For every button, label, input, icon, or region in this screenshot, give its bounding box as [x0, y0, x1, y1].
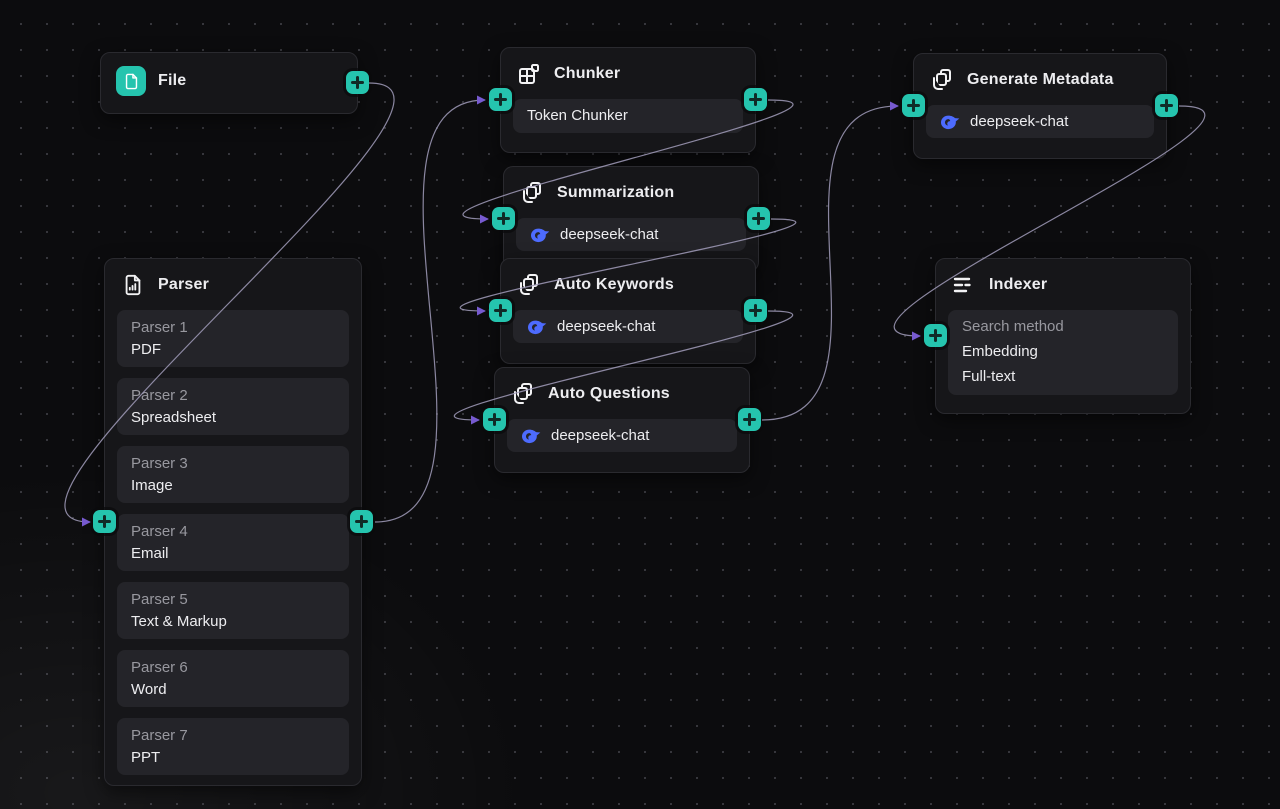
parser-item-value: Spreadsheet: [131, 409, 217, 426]
parser-item[interactable]: Parser 3 Image: [117, 446, 349, 503]
parser-item-value: PPT: [131, 749, 161, 766]
node-indexer[interactable]: Indexer Search method Embedding Full-tex…: [924, 258, 1191, 414]
node-title: Auto Keywords: [554, 276, 674, 293]
node-summarization-header: Summarization: [504, 167, 758, 214]
add-upstream-button[interactable]: [902, 94, 925, 117]
node-auto-keywords-header: Auto Keywords: [501, 259, 755, 306]
parser-item-label: Parser 7: [131, 727, 188, 744]
node-title: Generate Metadata: [967, 71, 1114, 88]
model-select[interactable]: deepseek-chat: [513, 310, 743, 343]
node-title: Parser: [158, 276, 210, 293]
file-chart-icon: [120, 272, 146, 298]
node-generate-metadata[interactable]: Generate Metadata deepseek-chat: [902, 53, 1178, 159]
stacked-pages-icon: [510, 381, 536, 407]
add-upstream-button[interactable]: [489, 88, 512, 111]
node-title: Summarization: [557, 184, 675, 201]
parser-item-list: Parser 1 PDF Parser 2 Spreadsheet Parser…: [117, 310, 349, 775]
add-downstream-button[interactable]: [738, 408, 761, 431]
node-auto-questions[interactable]: Auto Questions deepseek-chat: [483, 367, 761, 473]
stacked-pages-icon: [516, 272, 542, 298]
model-select[interactable]: deepseek-chat: [507, 419, 737, 452]
deepseek-logo-icon: [530, 227, 550, 243]
parser-item-value: Image: [131, 477, 173, 494]
search-method-card[interactable]: Search method Embedding Full-text: [948, 310, 1178, 395]
node-title: Auto Questions: [548, 385, 670, 402]
deepseek-logo-icon: [940, 114, 960, 130]
model-select[interactable]: deepseek-chat: [926, 105, 1154, 138]
parser-item-value: PDF: [131, 341, 161, 358]
parser-item[interactable]: Parser 6 Word: [117, 650, 349, 707]
add-upstream-button[interactable]: [924, 324, 947, 347]
node-summarization[interactable]: Summarization deepseek-chat: [492, 166, 770, 272]
add-upstream-button[interactable]: [483, 408, 506, 431]
stacked-pages-icon: [929, 67, 955, 93]
parser-item[interactable]: Parser 7 PPT: [117, 718, 349, 775]
add-downstream-button[interactable]: [1155, 94, 1178, 117]
parser-item-label: Parser 5: [131, 591, 188, 608]
add-downstream-button[interactable]: [346, 71, 369, 94]
node-title: Indexer: [989, 276, 1048, 293]
edge-parser-to-chunker[interactable]: [374, 95, 486, 523]
parser-item-value: Text & Markup: [131, 613, 227, 630]
add-downstream-button[interactable]: [350, 510, 373, 533]
deepseek-logo-icon: [521, 428, 541, 444]
add-upstream-button[interactable]: [489, 299, 512, 322]
add-downstream-button[interactable]: [744, 88, 767, 111]
parser-item-value: Word: [131, 681, 167, 698]
model-select[interactable]: deepseek-chat: [516, 218, 746, 251]
model-name: deepseek-chat: [970, 113, 1069, 130]
file-icon: [116, 66, 146, 96]
model-name: deepseek-chat: [551, 427, 650, 444]
node-auto-questions-header: Auto Questions: [495, 368, 749, 415]
node-title: Chunker: [554, 65, 621, 82]
edge-auto-questions-to-generate-metadata[interactable]: [761, 101, 899, 421]
chunker-method-card[interactable]: Token Chunker: [513, 99, 743, 133]
search-method-label: Search method: [962, 318, 1064, 335]
parser-item[interactable]: Parser 5 Text & Markup: [117, 582, 349, 639]
parser-item[interactable]: Parser 1 PDF: [117, 310, 349, 367]
parser-item-value: Email: [131, 545, 169, 562]
node-file[interactable]: File: [100, 52, 369, 114]
add-upstream-button[interactable]: [492, 207, 515, 230]
node-chunker[interactable]: Chunker Token Chunker: [489, 47, 767, 153]
deepseek-logo-icon: [527, 319, 547, 335]
chunker-method: Token Chunker: [527, 107, 628, 124]
node-indexer-header: Indexer: [936, 259, 1190, 306]
parser-item-label: Parser 6: [131, 659, 188, 676]
stacked-pages-icon: [519, 180, 545, 206]
node-title: File: [158, 72, 187, 89]
parser-item-label: Parser 3: [131, 455, 188, 472]
search-method-option: Full-text: [962, 368, 1016, 385]
add-downstream-button[interactable]: [744, 299, 767, 322]
parser-item[interactable]: Parser 4 Email: [117, 514, 349, 571]
model-name: deepseek-chat: [560, 226, 659, 243]
filter-lines-icon: [951, 272, 977, 298]
blocks-icon: [516, 61, 542, 87]
node-auto-keywords[interactable]: Auto Keywords deepseek-chat: [489, 258, 767, 364]
model-name: deepseek-chat: [557, 318, 656, 335]
search-method-option: Embedding: [962, 343, 1038, 360]
node-parser-header: Parser: [105, 259, 361, 306]
add-upstream-button[interactable]: [93, 510, 116, 533]
parser-item-label: Parser 4: [131, 523, 188, 540]
parser-item-label: Parser 2: [131, 387, 188, 404]
node-chunker-header: Chunker: [501, 48, 755, 95]
parser-item[interactable]: Parser 2 Spreadsheet: [117, 378, 349, 435]
node-parser[interactable]: Parser Parser 1 PDF Parser 2 Spreadsheet…: [93, 258, 373, 786]
parser-item-label: Parser 1: [131, 319, 188, 336]
add-downstream-button[interactable]: [747, 207, 770, 230]
node-generate-metadata-header: Generate Metadata: [914, 54, 1166, 101]
node-file-header: File: [101, 53, 357, 104]
